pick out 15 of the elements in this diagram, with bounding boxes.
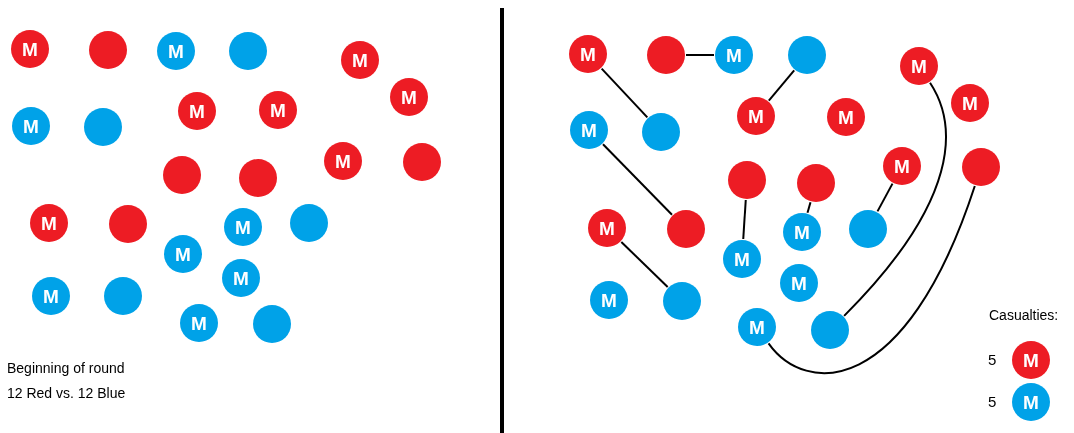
legend-heading: Casualties:	[989, 306, 1059, 325]
caption-text: 12 Red vs. 12 Blue	[7, 384, 126, 403]
casualty-count: 5	[988, 394, 997, 409]
strike-line	[685, 54, 715, 56]
caption-text: Beginning of round	[7, 359, 125, 378]
strike-line	[742, 198, 747, 241]
strike-line	[767, 69, 796, 102]
strike-line	[806, 201, 812, 214]
strike-line	[602, 143, 673, 216]
casualty-count: 5	[988, 352, 997, 367]
strike-line	[767, 185, 976, 375]
strike-line	[843, 81, 947, 317]
strike-line	[620, 240, 669, 289]
strike-line	[876, 182, 894, 213]
strike-line	[600, 67, 649, 119]
